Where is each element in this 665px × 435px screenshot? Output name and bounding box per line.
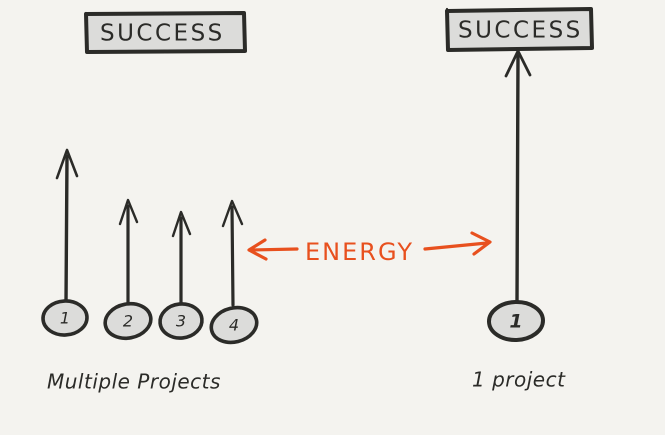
left-arrow-4-shaft bbox=[230, 205, 235, 307]
energy-left-arrow-shaft bbox=[250, 247, 299, 252]
right-arrow-1-shaft bbox=[515, 54, 520, 305]
left-node-2: 2 bbox=[103, 301, 153, 341]
left-node-3-ellipse bbox=[158, 302, 204, 340]
left-node-3: 3 bbox=[158, 302, 204, 340]
energy-annotation: ENERGY bbox=[247, 231, 492, 266]
left-caption: Multiple Projects bbox=[47, 370, 221, 394]
left-arrow-3 bbox=[171, 210, 192, 307]
left-node-4: 4 bbox=[209, 305, 259, 345]
right-node-1: 1 bbox=[487, 299, 545, 343]
left-success-box-corner-tick bbox=[84, 11, 89, 22]
left-arrow-1-shaft bbox=[64, 154, 69, 305]
right-caption: 1 project bbox=[472, 368, 566, 392]
left-node-2-ellipse bbox=[103, 301, 153, 341]
energy-left-arrow-head bbox=[247, 238, 268, 261]
left-success-box: SUCCESS bbox=[84, 11, 247, 54]
left-node-3-label: 3 bbox=[176, 312, 186, 331]
left-arrow-1-head bbox=[55, 148, 79, 180]
left-node-1-ellipse bbox=[41, 299, 89, 337]
left-arrow-4-head bbox=[221, 199, 244, 228]
left-success-box-outline bbox=[84, 11, 247, 54]
left-node-4-label: 4 bbox=[229, 316, 239, 335]
left-arrow-2-head bbox=[118, 198, 139, 226]
left-arrow-2 bbox=[118, 198, 139, 306]
right-success-box-label: SUCCESS bbox=[458, 18, 583, 44]
right-success-box-corner-tick bbox=[445, 7, 450, 19]
energy-right-arrow-shaft bbox=[423, 241, 489, 251]
left-node-1: 1 bbox=[41, 299, 89, 337]
energy-right-arrow-head bbox=[470, 231, 492, 256]
right-node-1-label: 1 bbox=[509, 311, 522, 333]
right-arrow-1 bbox=[504, 49, 532, 305]
left-node-2-label: 2 bbox=[123, 312, 133, 331]
left-arrow-1 bbox=[55, 148, 79, 305]
right-node-1-ellipse bbox=[487, 299, 545, 343]
energy-label: ENERGY bbox=[305, 238, 414, 266]
left-success-box-label: SUCCESS bbox=[100, 21, 225, 47]
left-arrow-4 bbox=[221, 199, 244, 307]
right-arrow-1-head bbox=[504, 49, 532, 78]
left-node-4-ellipse bbox=[209, 305, 259, 345]
right-success-box-outline bbox=[445, 7, 594, 52]
right-success-box: SUCCESS bbox=[445, 7, 594, 52]
left-arrow-3-head bbox=[171, 210, 192, 238]
left-node-1-label: 1 bbox=[60, 309, 70, 328]
